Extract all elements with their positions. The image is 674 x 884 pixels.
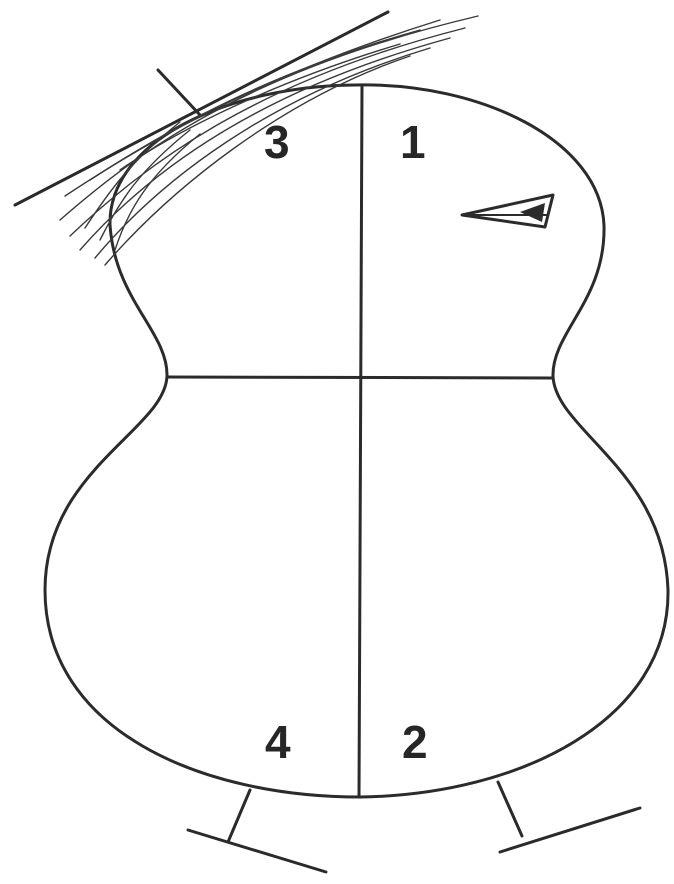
region-label-3: 3 — [264, 116, 290, 168]
region-label-4: 4 — [265, 716, 291, 768]
region-label-1: 1 — [400, 116, 426, 168]
horizontal-divider — [167, 377, 553, 378]
left-foot — [188, 790, 326, 872]
right-foot — [498, 782, 640, 852]
eye-mark — [462, 195, 553, 227]
region-label-2: 2 — [402, 716, 428, 768]
vertical-divider — [359, 85, 362, 797]
